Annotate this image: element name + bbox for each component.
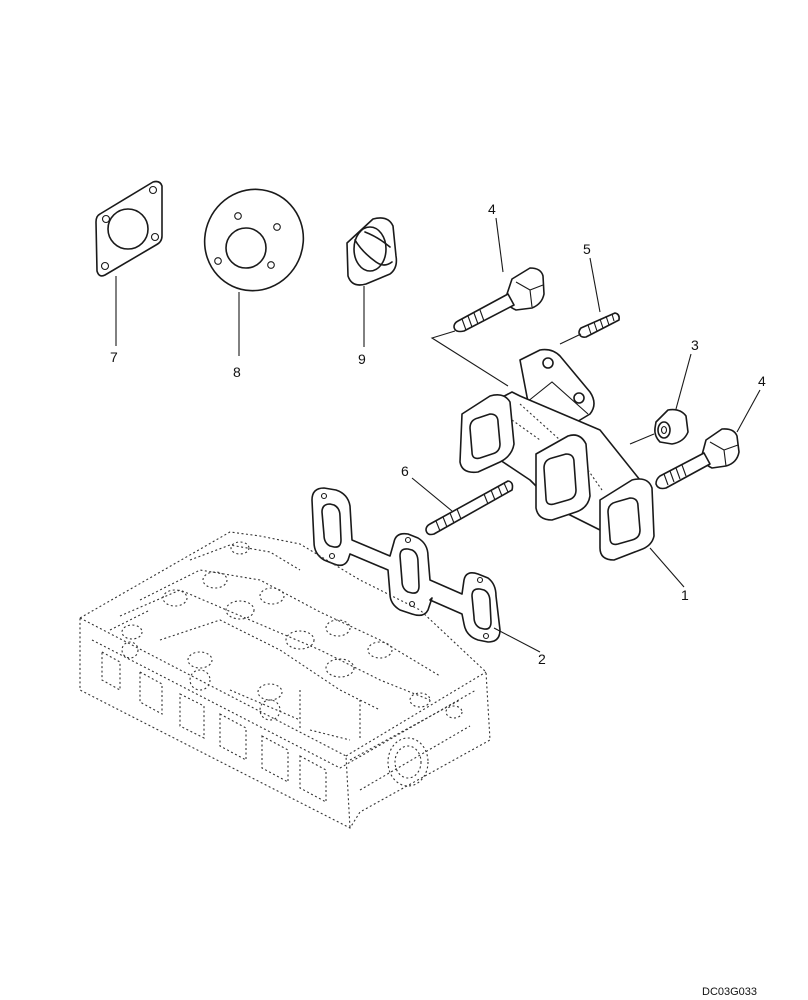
callout-4-lower: 4 xyxy=(758,373,766,389)
leader-line-2 xyxy=(493,627,541,653)
callout-1: 1 xyxy=(681,587,689,603)
elbow-fitting-part-9 xyxy=(346,217,398,286)
leader-line-3 xyxy=(675,353,692,410)
stud-axis-line xyxy=(559,333,582,345)
callout-5: 5 xyxy=(583,241,591,257)
stud-part-5 xyxy=(578,312,620,338)
nut-axis-line xyxy=(629,433,655,445)
exhaust-manifold-part-1 xyxy=(459,348,655,561)
leader-line-4-upper xyxy=(495,217,504,273)
manifold-gasket-part-2 xyxy=(311,487,501,643)
callout-2: 2 xyxy=(538,651,546,667)
bolt-part-4-upper xyxy=(453,267,545,333)
nut-part-3 xyxy=(654,408,689,445)
gasket-square-part-7 xyxy=(95,180,163,277)
leader-line-4-lower xyxy=(736,389,761,433)
callout-6: 6 xyxy=(401,463,409,479)
gasket-round-part-8 xyxy=(203,188,305,292)
leader-line-1 xyxy=(649,547,685,588)
callout-3: 3 xyxy=(691,337,699,353)
bolt-axis-line-upper xyxy=(430,330,509,387)
callout-9: 9 xyxy=(358,351,366,367)
cylinder-head-phantom xyxy=(79,531,491,829)
callout-8: 8 xyxy=(233,364,241,380)
callout-4-upper: 4 xyxy=(488,201,496,217)
bolt-part-4-lower xyxy=(655,428,740,490)
callout-7: 7 xyxy=(110,349,118,365)
drawing-code: DC03G033 xyxy=(702,986,757,998)
leader-line-5 xyxy=(589,257,601,313)
stud-part-6 xyxy=(425,480,514,536)
leader-line-6 xyxy=(411,477,453,512)
